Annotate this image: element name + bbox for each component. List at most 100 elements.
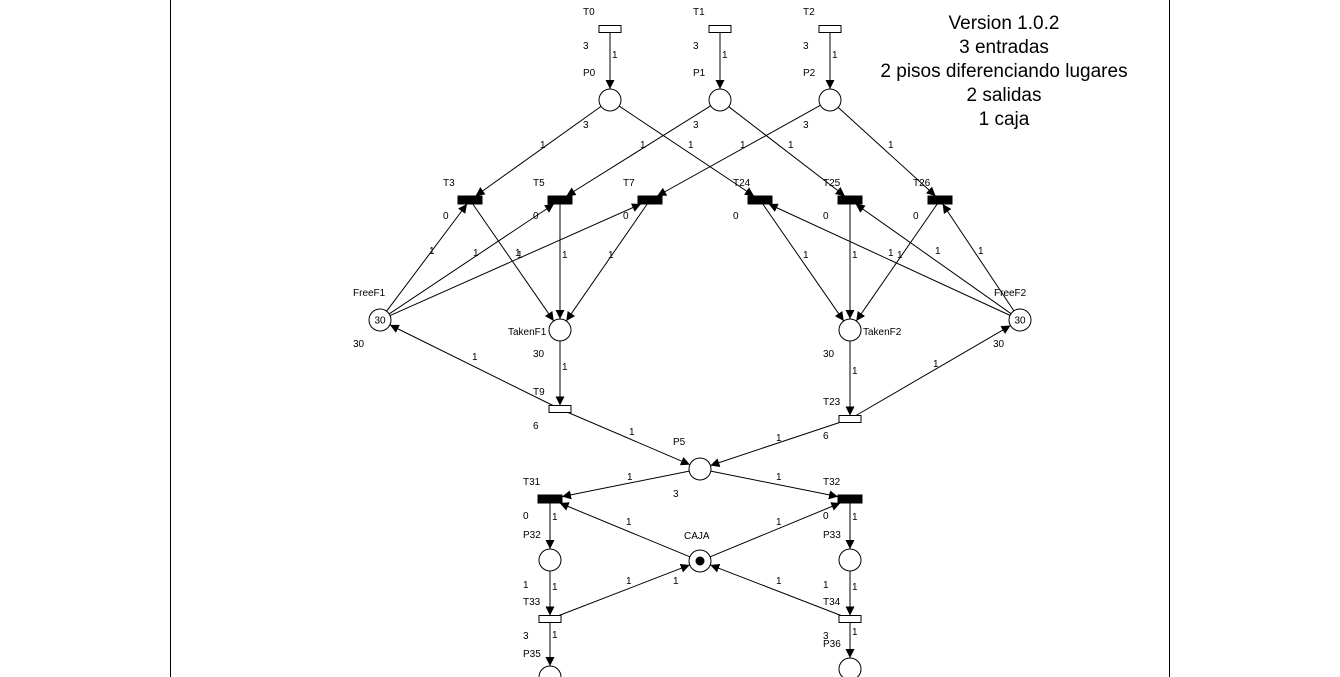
arc-p2-to-t7[interactable] [656, 104, 821, 197]
transition-label: T3 [443, 178, 455, 189]
arc-weight-label: 1 [552, 630, 558, 641]
transition-t3[interactable] [457, 195, 483, 205]
arc-weight-label: 1 [788, 140, 794, 151]
arc-weight-label: 1 [626, 517, 632, 528]
arc-weight-label: 1 [852, 366, 858, 377]
arc-weight-label: 1 [612, 50, 618, 61]
place-takenf1[interactable] [548, 318, 572, 342]
transition-value-label: 0 [913, 211, 919, 222]
place-label: TakenF1 [508, 327, 547, 338]
arc-freef2-to-t24[interactable] [768, 203, 1011, 316]
transition-label: T26 [913, 178, 931, 189]
transition-t5[interactable] [547, 195, 573, 205]
transition-t25[interactable] [837, 195, 863, 205]
transition-t33[interactable] [538, 615, 562, 623]
place-token-count: 30 [374, 316, 386, 327]
place-token-label: 3 [693, 120, 699, 131]
transition-value-label: 0 [823, 211, 829, 222]
arc-t9-to-p5[interactable] [567, 412, 691, 466]
place-freef1[interactable] [368, 308, 392, 332]
place-token-label: 1 [823, 580, 829, 591]
arc-p0-to-t3[interactable] [475, 105, 602, 197]
arc-t24-to-takenf2[interactable] [762, 203, 845, 322]
transition-t23[interactable] [838, 415, 862, 423]
transition-t26[interactable] [927, 195, 953, 205]
arc-weight-label: 1 [935, 246, 941, 257]
transition-value-label: 0 [533, 211, 539, 222]
place-takenf2[interactable] [838, 318, 862, 342]
transition-t34[interactable] [838, 615, 862, 623]
place-freef2[interactable] [1008, 308, 1032, 332]
place-label: P5 [673, 437, 686, 448]
arc-weight-label: 1 [515, 248, 521, 259]
transition-value-label: 3 [823, 631, 829, 642]
arc-weight-label: 1 [852, 582, 858, 593]
arc-weight-label: 1 [552, 582, 558, 593]
arc-weight-label: 1 [978, 246, 984, 257]
arc-t9-to-freef1[interactable] [389, 324, 554, 406]
arc-p1-to-t25[interactable] [728, 106, 846, 197]
transition-t31[interactable] [537, 494, 563, 504]
arc-weight-label: 1 [852, 512, 858, 523]
transition-t24[interactable] [747, 195, 773, 205]
arc-weight-label: 1 [608, 250, 614, 261]
transition-t0[interactable] [598, 25, 622, 33]
arc-t23-to-freef2[interactable] [855, 325, 1011, 416]
arc-t23-to-p5[interactable] [710, 422, 840, 467]
place-p0[interactable] [598, 88, 622, 112]
place-label: TakenF2 [863, 327, 902, 338]
transition-t7[interactable] [637, 195, 663, 205]
place-label: P0 [583, 68, 596, 79]
place-label: P35 [523, 649, 541, 660]
arc-weight-label: 1 [776, 472, 782, 483]
place-p5[interactable] [688, 457, 712, 481]
arc-weight-label: 1 [688, 140, 694, 151]
arc-t33-to-caja[interactable] [558, 564, 690, 616]
arc-weight-label: 1 [852, 627, 858, 638]
arc-t7-to-takenf1[interactable] [565, 203, 648, 322]
place-p1[interactable] [708, 88, 732, 112]
arc-p0-to-t24[interactable] [618, 105, 755, 197]
arc-weight-label: 1 [803, 250, 809, 261]
transition-t32[interactable] [837, 494, 863, 504]
arc-weight-label: 1 [832, 50, 838, 61]
place-p35[interactable] [538, 665, 562, 677]
place-p2[interactable] [818, 88, 842, 112]
arc-weight-label: 1 [673, 576, 679, 587]
place-p32[interactable] [538, 548, 562, 572]
arc-freef1-to-t3[interactable] [386, 203, 468, 312]
arc-freef2-to-t26[interactable] [942, 203, 1015, 312]
transition-t1[interactable] [708, 25, 732, 33]
arc-t26-to-takenf2[interactable] [855, 203, 938, 322]
transition-t9[interactable] [548, 405, 572, 413]
arc-freef1-to-t7[interactable] [389, 203, 642, 316]
arc-p1-to-t5[interactable] [566, 105, 711, 197]
arc-p5-to-t32[interactable] [710, 470, 839, 500]
place-token-label: 3 [673, 489, 679, 500]
arc-weight-label: 1 [776, 576, 782, 587]
arc-weight-label: 1 [629, 427, 635, 438]
arc-t3-to-takenf1[interactable] [472, 203, 555, 322]
token-dot [695, 556, 705, 566]
arc-freef2-to-t25[interactable] [855, 203, 1012, 315]
arc-p2-to-t26[interactable] [837, 107, 936, 197]
arc-caja-to-t32[interactable] [709, 502, 841, 558]
arc-t34-to-caja[interactable] [710, 564, 842, 616]
arc-weight-label: 1 [897, 250, 903, 261]
arc-freef1-to-t5[interactable] [388, 203, 555, 315]
transition-value-label: 3 [693, 41, 699, 52]
place-p33[interactable] [838, 548, 862, 572]
arc-weight-label: 1 [627, 472, 633, 483]
description-line-entradas: 3 entradas [959, 37, 1049, 58]
arc-p5-to-t31[interactable] [561, 470, 690, 500]
place-p36[interactable] [838, 657, 862, 677]
transition-value-label: 6 [533, 421, 539, 432]
arc-weight-label: 1 [776, 517, 782, 528]
transition-label: T24 [733, 178, 751, 189]
transition-label: T9 [533, 387, 545, 398]
place-label: FreeF2 [994, 288, 1027, 299]
transition-t2[interactable] [818, 25, 842, 33]
arc-caja-to-t31[interactable] [559, 502, 691, 558]
place-token-label: 30 [533, 349, 545, 360]
